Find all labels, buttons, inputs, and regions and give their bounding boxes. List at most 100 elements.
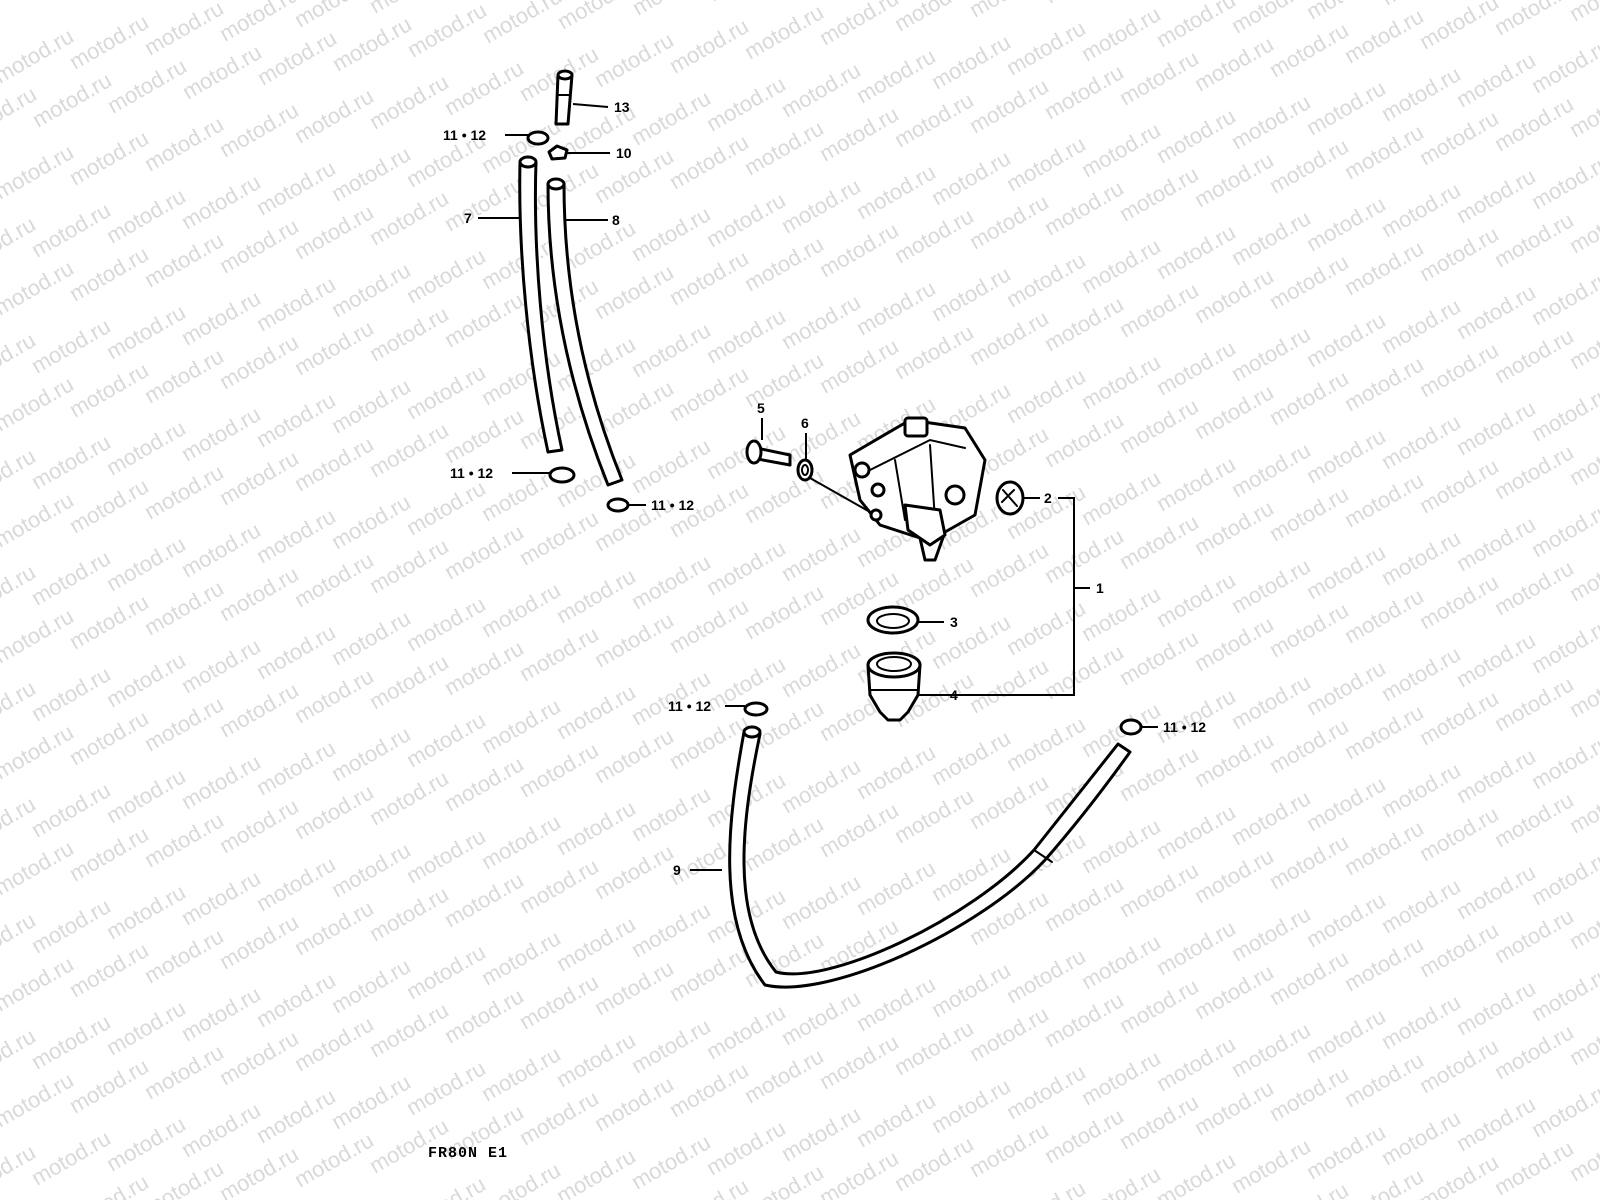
watermark-text: motod.ru [1302, 1119, 1390, 1184]
label-13: 13 [614, 99, 630, 115]
watermark-text: motod.ru [1227, 321, 1315, 386]
watermark-text: motod.ru [628, 0, 716, 20]
watermark-text: motod.ru [440, 403, 528, 468]
watermark-text: motod.ru [1452, 163, 1540, 228]
watermark-text: motod.ru [440, 751, 528, 816]
watermark-text: motod.ru [1490, 207, 1578, 272]
watermark-text: motod.ru [252, 387, 340, 452]
watermark-text: motod.ru [965, 885, 1053, 950]
watermark-text: motod.ru [590, 723, 678, 788]
clamp-hose7-bottom [548, 466, 576, 484]
watermark-text: motod.ru [1002, 595, 1090, 660]
watermark-text: motod.ru [1490, 903, 1578, 968]
watermark-text: motod.ru [65, 937, 153, 1002]
watermark-text: motod.ru [590, 27, 678, 92]
watermark-text: motod.ru [215, 445, 303, 510]
watermark-text: motod.ru [290, 431, 378, 496]
watermark-text: motod.ru [740, 1159, 828, 1200]
watermark-text: motod.ru [1077, 117, 1165, 182]
watermark-text: motod.ru [590, 259, 678, 324]
watermark-text: motod.ru [290, 83, 378, 148]
watermark-text: motod.ru [927, 1073, 1015, 1138]
watermark-text: motod.ru [290, 779, 378, 844]
watermark-text: motod.ru [327, 1069, 415, 1134]
watermark-text: motod.ru [140, 227, 228, 292]
watermark-text: motod.ru [1527, 729, 1600, 794]
watermark-text: motod.ru [1452, 47, 1540, 112]
watermark-text: motod.ru [1190, 263, 1278, 328]
hose-fitting-13 [554, 69, 574, 126]
watermark-text: motod.ru [27, 313, 115, 378]
watermark-text: motod.ru [1265, 133, 1353, 198]
watermark-text: motod.ru [65, 241, 153, 306]
watermark-text: motod.ru [65, 1169, 153, 1200]
watermark-text: motod.ru [740, 463, 828, 528]
watermark-text: motod.ru [440, 0, 528, 4]
watermark-text: motod.ru [1152, 103, 1240, 168]
watermark-text: motod.ru [777, 985, 865, 1050]
watermark-text: motod.ru [440, 519, 528, 584]
watermark-text: motod.ru [1190, 611, 1278, 676]
watermark-text: motod.ru [140, 111, 228, 176]
clamp-hose8-bottom [606, 497, 630, 513]
watermark-text: motod.ru [1265, 597, 1353, 662]
watermark-text: motod.ru [927, 725, 1015, 790]
watermark-text: motod.ru [627, 781, 715, 846]
watermark-text: motod.ru [1377, 293, 1465, 358]
watermark-text: motod.ru [852, 43, 940, 108]
watermark-text: motod.ru [1040, 1103, 1128, 1168]
watermark-text: motod.ru [252, 271, 340, 336]
watermark-text: motod.ru [27, 777, 115, 842]
watermark-text: motod.ru [1415, 569, 1503, 634]
watermark-text: motod.ru [890, 1131, 978, 1196]
watermark-text: motod.ru [627, 1013, 715, 1078]
watermark-text: motod.ru [1302, 191, 1390, 256]
watermark-text: motod.ru [965, 769, 1053, 834]
watermark-text: motod.ru [1527, 1077, 1600, 1142]
watermark-text: motod.ru [365, 533, 453, 598]
watermark-text: motod.ru [102, 299, 190, 364]
watermark-text: motod.ru [65, 357, 153, 422]
watermark-text: motod.ru [1265, 829, 1353, 894]
watermark-text: motod.ru [402, 707, 490, 772]
watermark-text: motod.ru [1077, 581, 1165, 646]
watermark-text: motod.ru [1227, 437, 1315, 502]
watermark-text: motod.ru [1265, 945, 1353, 1010]
clamp-hose9-right [1119, 718, 1143, 736]
watermark-text: motod.ru [1452, 743, 1540, 808]
watermark-text: motod.ru [1227, 901, 1315, 966]
watermark-text: motod.ru [1340, 351, 1428, 416]
watermark-text: motod.ru [440, 983, 528, 1048]
fuel-hose-8 [546, 177, 624, 487]
watermark-text: motod.ru [177, 749, 265, 814]
watermark-text: motod.ru [215, 677, 303, 742]
watermark-text: motod.ru [1490, 1135, 1578, 1200]
watermark-text: motod.ru [1265, 249, 1353, 314]
watermark-text: motod.ru [1527, 149, 1600, 214]
watermark-text: motod.ru [27, 893, 115, 958]
watermark-text: motod.ru [440, 635, 528, 700]
label-clamp-hose7: 11 • 12 [450, 465, 493, 481]
watermark-text: motod.ru [1377, 989, 1465, 1054]
fuel-hose-9 [728, 725, 1132, 989]
watermark-text: motod.ru [552, 679, 640, 744]
label-8: 8 [612, 212, 620, 228]
watermark-text: motod.ru [1227, 1017, 1315, 1082]
watermark-text: motod.ru [402, 939, 490, 1004]
watermark-text: motod.ru [1115, 625, 1203, 690]
watermark-text: motod.ru [627, 897, 715, 962]
watermark-text: motod.ru [102, 415, 190, 480]
watermark-text: motod.ru [515, 737, 603, 802]
watermark-text: motod.ru [1490, 671, 1578, 736]
watermark-text: motod.ru [215, 561, 303, 626]
watermark-text: motod.ru [177, 285, 265, 350]
watermark-text: motod.ru [777, 521, 865, 586]
watermark-text: motod.ru [515, 621, 603, 686]
watermark-text: motod.ru [327, 141, 415, 206]
watermark-text: motod.ru [815, 1145, 903, 1200]
watermark-text: motod.ru [1452, 511, 1540, 576]
watermark-text: motod.ru [702, 187, 790, 252]
watermark-text: motod.ru [1527, 265, 1600, 330]
watermark-text: motod.ru [1002, 363, 1090, 428]
